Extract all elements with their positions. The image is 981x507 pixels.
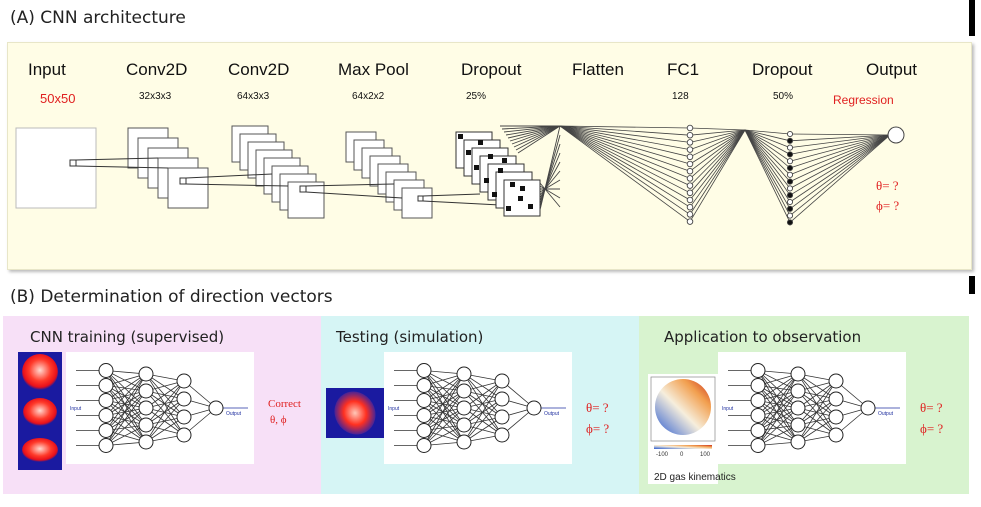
output-theta: θ= ?	[876, 178, 899, 193]
layer-spec-conv2d-1: 32x3x3	[139, 91, 172, 102]
colorbar-tick-2: 0	[680, 452, 684, 458]
layer-spec-dropout-1: 25%	[466, 91, 487, 102]
layer-spec-conv2d-2: 64x3x3	[237, 91, 270, 102]
section-a-title: (A) CNN architecture	[10, 8, 186, 28]
border-bar	[969, 276, 975, 294]
layer-spec-output: Regression	[833, 93, 894, 107]
nn-box-application	[718, 352, 906, 464]
section-b-title: (B) Determination of direction vectors	[10, 287, 333, 307]
nn-output-label-2: Output	[544, 411, 560, 417]
training-result-line2: θ, ϕ	[270, 414, 287, 426]
layer-name-dropout-1: Dropout	[461, 60, 522, 79]
nn-box-testing	[384, 352, 572, 464]
layer-spec-dropout-2: 50%	[773, 91, 794, 102]
panel-testing-title: Testing (simulation)	[336, 328, 484, 346]
output-node	[887, 126, 905, 144]
colorbar-tick-3: 100	[700, 452, 711, 458]
layer-spec-maxpool: 64x2x2	[352, 91, 385, 102]
input-map	[15, 127, 97, 209]
testing-image	[326, 388, 384, 438]
nn-output-label-1: Output	[226, 411, 242, 417]
layer-name-conv2d-2: Conv2D	[228, 60, 290, 79]
training-image-3	[22, 438, 58, 462]
panel-training-title: CNN training (supervised)	[30, 328, 225, 346]
training-images	[18, 352, 62, 470]
obs-caption: 2D gas kinematics	[654, 472, 736, 483]
layer-name-conv2d-1: Conv2D	[126, 60, 188, 79]
layer-name-maxpool: Max Pool	[338, 60, 409, 79]
training-image-2	[23, 398, 57, 426]
layer-name-output: Output	[866, 60, 918, 79]
layer-name-flatten: Flatten	[572, 60, 624, 79]
output-phi: ϕ= ?	[876, 198, 900, 213]
nn-input-label-3: Input	[722, 406, 734, 412]
layer-spec-input: 50x50	[40, 91, 76, 106]
application-theta: θ= ?	[920, 400, 943, 415]
testing-theta: θ= ?	[586, 400, 609, 415]
panel-application-title: Application to observation	[664, 328, 862, 346]
border-bar	[969, 0, 975, 36]
layer-name-input: Input	[28, 60, 66, 79]
maxpool-map	[401, 187, 433, 219]
gas-kinematics-map	[650, 376, 716, 449]
cnn-architecture-diagram	[15, 124, 905, 226]
testing-phi: ϕ= ?	[586, 421, 610, 436]
layer-name-dropout-2: Dropout	[752, 60, 813, 79]
layer-spec-fc1: 128	[672, 91, 689, 102]
colorbar-tick-1: -100	[656, 452, 669, 458]
nn-input-label-2: Input	[388, 406, 400, 412]
conv1-map	[167, 167, 209, 209]
nn-input-label-1: Input	[70, 406, 82, 412]
training-result-line1: Correct	[268, 398, 301, 410]
application-phi: ϕ= ?	[920, 421, 944, 436]
training-image-1	[22, 354, 58, 390]
nn-box-training	[66, 352, 254, 464]
layer-name-fc1: FC1	[667, 60, 700, 79]
nn-output-label-3: Output	[878, 411, 894, 417]
